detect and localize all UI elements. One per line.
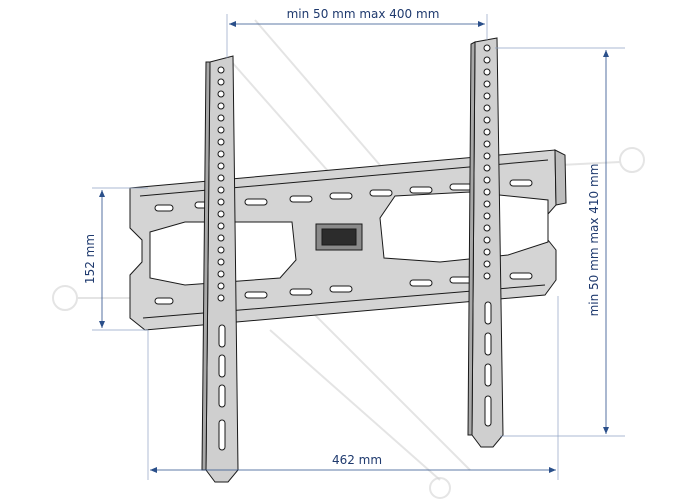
dimension-top: min 50 mm max 400 mm	[226, 7, 488, 58]
dimension-bottom: 462 mm	[147, 296, 559, 480]
left-arm-holes	[217, 66, 226, 451]
dimension-right: min 50 mm max 410 mm	[495, 47, 625, 437]
plate-cutout-right	[379, 191, 549, 263]
wall-plate	[129, 149, 567, 331]
dim-top-label: min 50 mm max 400 mm	[287, 7, 440, 21]
right-arm-holes	[483, 44, 492, 427]
dimension-left: 152 mm	[83, 187, 148, 331]
dim-right-label: min 50 mm max 410 mm	[587, 164, 601, 317]
left-mounting-arm	[201, 55, 239, 483]
plate-slots	[154, 179, 533, 305]
right-mounting-arm	[467, 37, 504, 448]
dim-bottom-label: 462 mm	[332, 453, 382, 467]
dim-left-label: 152 mm	[83, 234, 97, 284]
